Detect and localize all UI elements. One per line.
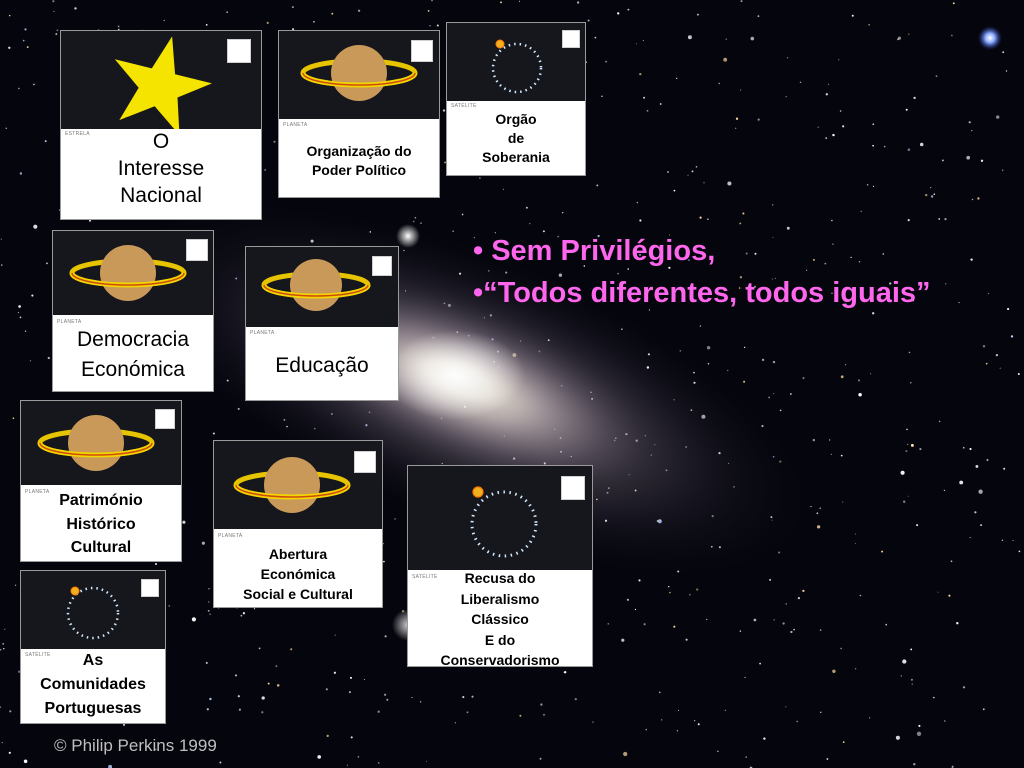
card-label: Recusa do Liberalismo Clássico E do Cons… bbox=[440, 570, 560, 667]
card-type-label: Planeta bbox=[57, 319, 82, 325]
star-icon bbox=[114, 36, 212, 129]
card-type-label: Planeta bbox=[283, 122, 308, 128]
card-recusa-liberalismo-conservadorismo: Satélite Recusa do Liberalismo Clássico … bbox=[407, 465, 593, 667]
card-abertura-economica-social-cultural: Planeta Abertura Económica Social e Cult… bbox=[213, 440, 383, 608]
card-interesse-nacional: Estrela O Interesse Nacional bbox=[60, 30, 262, 220]
satellite-orbit-icon bbox=[491, 39, 543, 94]
checkbox bbox=[561, 476, 585, 500]
checkbox bbox=[155, 409, 175, 429]
card-educacao: Planeta Educação bbox=[245, 246, 399, 401]
card-label: Democracia Económica bbox=[76, 328, 190, 381]
card-label: As Comunidades Portuguesas bbox=[40, 652, 146, 717]
checkbox bbox=[562, 30, 580, 48]
checkbox bbox=[227, 39, 251, 63]
card-label: Organização do Poder Político bbox=[306, 143, 412, 178]
checkbox bbox=[411, 40, 433, 62]
card-type-label: Planeta bbox=[250, 330, 275, 336]
card-label: Abertura Económica Social e Cultural bbox=[243, 546, 353, 602]
card-type-label: Planeta bbox=[218, 533, 243, 539]
checkbox bbox=[372, 256, 392, 276]
card-orgao-soberania: Satélite Orgão de Soberania bbox=[446, 22, 586, 176]
card-type-label: Planeta bbox=[25, 489, 50, 495]
card-organizacao-poder-politico: Planeta Organização do Poder Político bbox=[278, 30, 440, 198]
card-label: O Interesse Nacional bbox=[117, 130, 205, 207]
card-patrimonio-historico-cultural: Planeta Património Histórico Cultural bbox=[20, 400, 182, 562]
checkbox bbox=[141, 579, 159, 597]
bullet-sem-privilegios: • Sem Privilégios, bbox=[473, 235, 716, 267]
card-type-label: Satélite bbox=[412, 574, 438, 580]
planet-icon bbox=[37, 415, 155, 471]
satellite-orbit-icon bbox=[66, 586, 120, 640]
planet-icon bbox=[261, 259, 371, 311]
bullet-list: • Sem Privilégios, •“Todos diferentes, t… bbox=[473, 230, 931, 314]
card-type-label: Satélite bbox=[25, 652, 51, 658]
card-label: Educação bbox=[275, 354, 369, 377]
card-type-label: Satélite bbox=[451, 103, 477, 109]
card-type-label: Estrela bbox=[65, 131, 90, 137]
card-democracia-economica: Planeta Democracia Económica bbox=[52, 230, 214, 392]
checkbox bbox=[354, 451, 376, 473]
satellite-orbit-icon bbox=[470, 486, 538, 558]
planet-icon bbox=[233, 457, 351, 513]
planet-icon bbox=[69, 245, 187, 301]
card-comunidades-portuguesas: Satélite As Comunidades Portuguesas bbox=[20, 570, 166, 724]
card-label: Orgão de Soberania bbox=[482, 111, 550, 165]
copyright-notice: © Philip Perkins 1999 bbox=[54, 736, 217, 755]
card-label: Património Histórico Cultural bbox=[59, 492, 143, 556]
checkbox bbox=[186, 239, 208, 261]
planet-icon bbox=[300, 45, 418, 101]
bullet-todos-diferentes: •“Todos diferentes, todos iguais” bbox=[473, 277, 931, 309]
